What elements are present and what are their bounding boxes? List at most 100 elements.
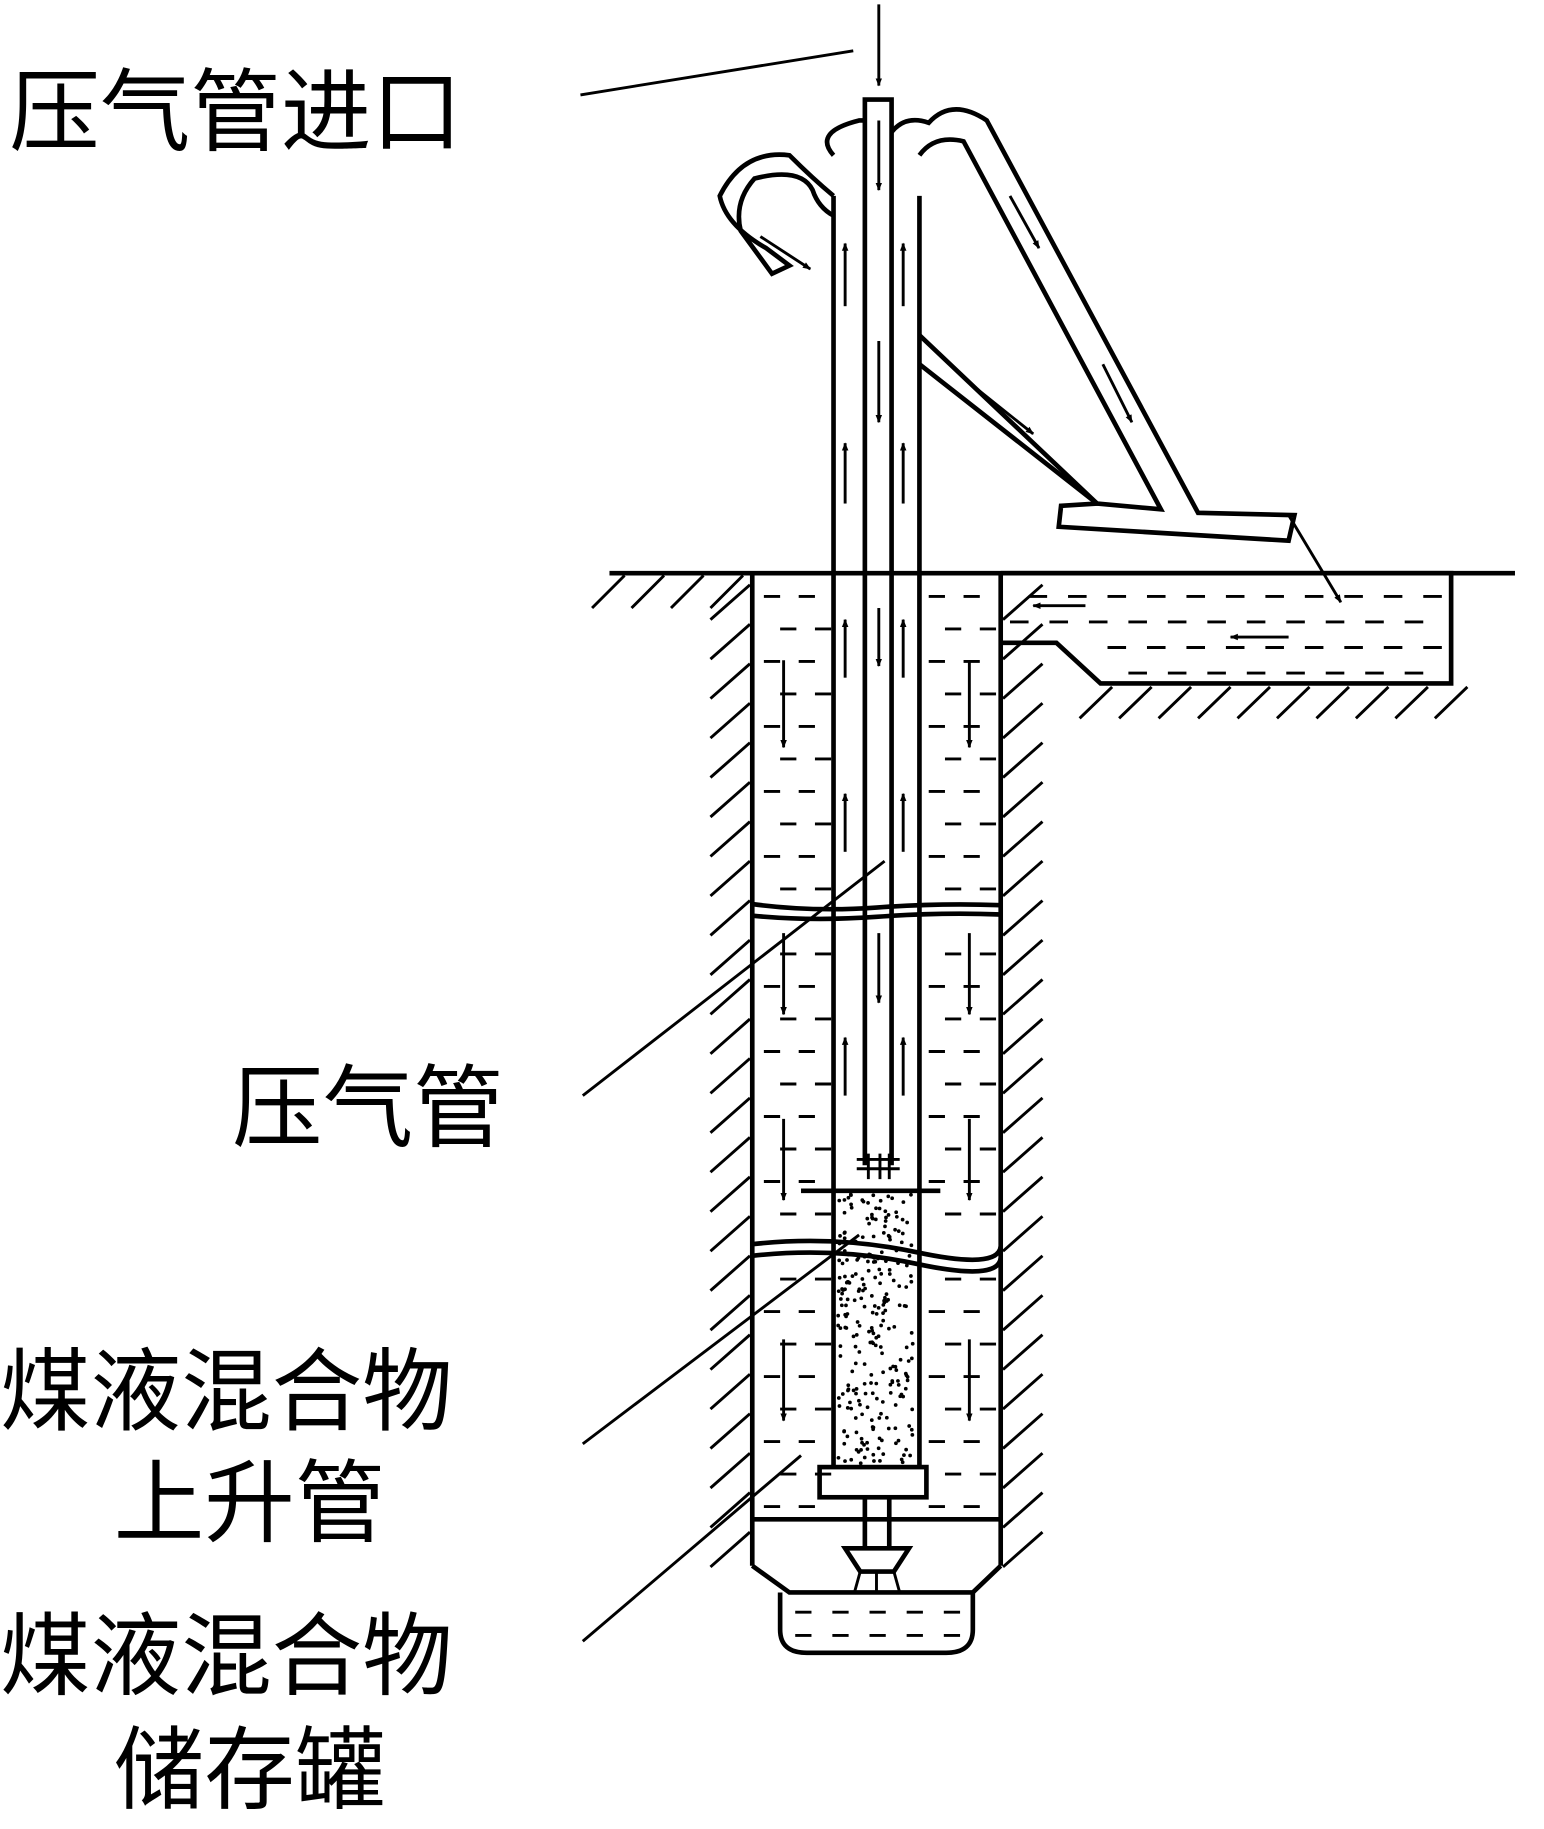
particle — [900, 1217, 905, 1222]
particle — [871, 1425, 876, 1430]
particle — [836, 1313, 841, 1318]
particle — [839, 1297, 843, 1301]
soil-hatching — [591, 574, 1469, 1569]
mark — [1394, 685, 1429, 720]
mark — [709, 662, 751, 700]
particle — [845, 1434, 850, 1439]
particle — [902, 1303, 907, 1308]
mark — [1275, 685, 1311, 720]
mark — [709, 1531, 751, 1569]
particle — [863, 1391, 868, 1396]
particle — [876, 1446, 881, 1451]
mark — [1002, 1294, 1044, 1332]
mark — [1002, 938, 1044, 976]
particle — [901, 1394, 906, 1399]
particle — [860, 1412, 864, 1417]
particle — [877, 1267, 882, 1272]
particle — [837, 1404, 842, 1408]
particle — [861, 1288, 865, 1293]
mark — [709, 574, 745, 610]
particle — [866, 1268, 871, 1273]
particle — [865, 1216, 870, 1221]
particle — [860, 1277, 865, 1281]
particle — [857, 1398, 861, 1403]
particle — [896, 1438, 901, 1443]
mark — [1002, 1136, 1044, 1174]
mark — [709, 1057, 751, 1095]
particle — [867, 1329, 871, 1334]
mark — [1433, 685, 1469, 720]
particle — [887, 1326, 891, 1331]
well-shaft — [749, 573, 1004, 1595]
particle — [873, 1217, 878, 1222]
particle — [854, 1386, 859, 1391]
label-tank-line2: 储存罐 — [114, 1718, 386, 1823]
particle — [874, 1381, 879, 1386]
mark — [1315, 685, 1350, 720]
mark — [591, 574, 626, 610]
mark — [709, 623, 751, 661]
particle — [839, 1303, 844, 1308]
flow-arrow — [759, 235, 812, 271]
mark — [1002, 978, 1044, 1016]
mark — [1078, 685, 1114, 720]
flow-arrow — [1008, 195, 1041, 249]
particle — [909, 1192, 913, 1197]
particle — [845, 1406, 850, 1410]
particle — [858, 1461, 863, 1466]
particle — [881, 1452, 886, 1456]
particle — [854, 1391, 858, 1396]
particle — [857, 1323, 862, 1328]
particle — [842, 1429, 846, 1434]
particle — [861, 1199, 866, 1204]
particle — [874, 1312, 879, 1316]
particle — [865, 1405, 870, 1410]
particle — [837, 1258, 842, 1263]
particle — [888, 1366, 893, 1371]
mark — [709, 860, 751, 898]
particle — [891, 1364, 895, 1369]
particle — [881, 1231, 886, 1235]
mark — [1002, 820, 1044, 858]
label-riser-line2: 上升管 — [114, 1451, 386, 1556]
particle — [878, 1459, 882, 1463]
particle — [871, 1452, 876, 1457]
particle — [883, 1295, 887, 1300]
label-air-pipe: 压气管 — [232, 1057, 504, 1162]
particle — [878, 1345, 883, 1349]
mark — [709, 702, 751, 740]
particle — [909, 1279, 914, 1284]
particle — [838, 1354, 843, 1358]
mark — [709, 1215, 751, 1253]
particle — [851, 1388, 856, 1393]
particle — [849, 1193, 853, 1197]
particle — [846, 1383, 851, 1388]
particle — [862, 1381, 867, 1386]
particle — [879, 1271, 884, 1276]
particle — [909, 1356, 914, 1361]
particle — [880, 1400, 885, 1404]
particle — [867, 1221, 871, 1226]
particle — [836, 1396, 841, 1400]
particle — [871, 1234, 876, 1239]
particle — [897, 1284, 902, 1289]
particle — [869, 1373, 874, 1377]
particle — [836, 1455, 841, 1460]
discharge-head — [717, 107, 1298, 544]
particle — [884, 1299, 889, 1303]
mark — [1157, 685, 1193, 720]
particle — [879, 1250, 884, 1255]
particle — [905, 1220, 910, 1225]
particle — [858, 1402, 862, 1407]
particle — [886, 1233, 891, 1238]
flow-arrow — [974, 386, 1035, 436]
particle — [845, 1297, 850, 1302]
particle — [849, 1202, 853, 1207]
mark — [709, 1373, 751, 1411]
particle — [870, 1310, 875, 1315]
particle — [853, 1361, 858, 1366]
particle — [855, 1320, 860, 1324]
mark — [709, 1096, 751, 1134]
particle — [854, 1430, 859, 1435]
mark — [1002, 1254, 1044, 1292]
